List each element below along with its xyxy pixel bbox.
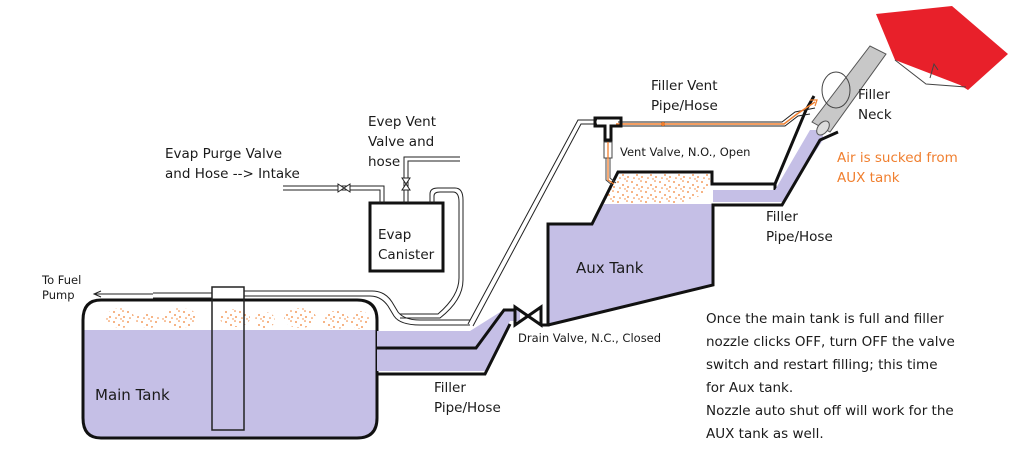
evap-canister-label: Evap Canister [378,227,435,263]
aux-tank [541,170,782,327]
drain-valve-icon [513,304,543,328]
evep-vent-label: Evep Vent Valve and hose [368,114,437,170]
to-fuel-pump-label: To Fuel Pump [42,273,82,302]
upper-filler-pipe [712,95,839,207]
filler-pipe-lower-label: Filler Pipe/Hose [434,380,501,416]
evap-canister [283,156,464,319]
filler-neck-label: Filler Neck [858,87,892,123]
fuel-pickup-tube [211,286,245,431]
evap-purge-label: Evap Purge Valve and Hose --> Intake [165,146,300,182]
main-tank-label: Main Tank [95,386,170,404]
main-tank [81,286,470,440]
vent-valve-evap-icon [401,177,411,191]
vent-valve-icon [603,141,617,186]
filler-vent-line [467,99,818,327]
filler-nozzle [811,6,1008,136]
instruction-note: Once the main tank is full and filler no… [706,311,955,442]
air-sucked-label: Air is sucked from AUX tank [837,150,958,186]
t-fitting [593,116,623,142]
nozzle-handle [876,6,1008,90]
aux-tank-label: Aux Tank [576,259,644,277]
filler-vent-label: Filler Vent Pipe/Hose [651,78,718,114]
drain-valve-label: Drain Valve, N.C., Closed [518,331,662,345]
vent-valve-label: Vent Valve, N.O., Open [620,145,751,159]
main-tank-vapor [106,308,370,329]
filler-pipe-upper-label: Filler Pipe/Hose [766,209,833,245]
arrow-left-icon [92,290,102,298]
purge-valve-icon [337,183,351,193]
lower-filler-pipe [377,308,520,376]
